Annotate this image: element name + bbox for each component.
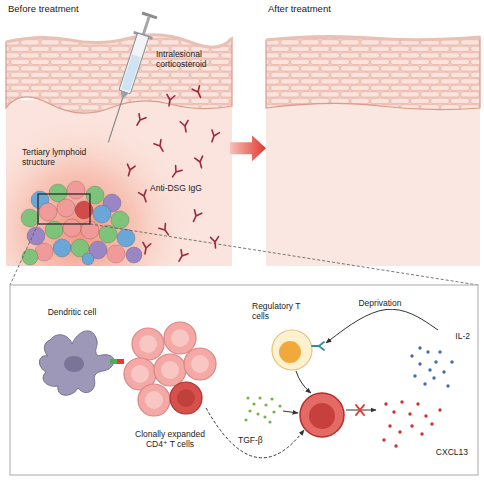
annotation-holder: Intralesional corticosteroid xyxy=(156,50,230,70)
skin-before xyxy=(6,35,232,266)
antibodies xyxy=(125,86,220,263)
dendritic-cell-shape xyxy=(39,331,114,395)
signal-arrow xyxy=(326,309,438,343)
cytokine-label: IL-2 xyxy=(455,332,470,342)
cxcl13-dots xyxy=(382,400,441,447)
cytokine-label: TGF-β xyxy=(238,436,263,446)
panel-heading: Before treatment xyxy=(8,4,79,15)
annotation-holder: Anti-DSG IgG xyxy=(150,184,226,194)
zoom-guide xyxy=(10,224,38,285)
before-panel: Before treatment xyxy=(6,2,230,268)
dermis xyxy=(266,100,480,266)
annotation: Intralesional corticosteroid xyxy=(156,50,230,70)
immune-synapse xyxy=(110,359,124,364)
antibody xyxy=(208,130,219,143)
annotation: Anti-DSG IgG xyxy=(150,184,226,194)
il-2-cloud: IL-2 xyxy=(404,330,472,394)
differentiation-arrow xyxy=(206,408,304,458)
suppression-arrow xyxy=(296,371,311,393)
stratum-corneum xyxy=(6,35,232,47)
cytokine-label: CXCL13 xyxy=(436,448,468,458)
epidermis xyxy=(6,35,232,113)
antibody xyxy=(211,237,220,249)
syringe xyxy=(99,11,160,146)
cell-label: Regulatory T cells xyxy=(252,302,308,322)
antibody xyxy=(190,210,202,223)
inflammation xyxy=(6,100,232,266)
cd4-t-cells: Clonally expanded CD4⁺ T cells xyxy=(118,320,222,452)
tgf-beta-arrow xyxy=(283,411,298,413)
inset-frame xyxy=(10,285,478,475)
annotation-holder: Tertiary lymphoid structure xyxy=(22,148,108,168)
tgf-beta-dots xyxy=(244,396,281,423)
edge-label: Deprivation xyxy=(357,299,402,309)
il-2-dots xyxy=(410,346,453,387)
stratum-corneum xyxy=(266,36,480,40)
cell-label: Clonally expanded CD4⁺ T cells xyxy=(128,430,212,450)
antibody xyxy=(165,94,175,106)
antibody xyxy=(125,164,136,177)
annotation: Tertiary lymphoid structure xyxy=(22,148,108,168)
epidermis xyxy=(266,36,480,109)
skin-after xyxy=(266,36,480,266)
edge-label-holder: Deprivation xyxy=(357,299,402,309)
zoom-guide xyxy=(90,224,478,285)
antibody xyxy=(195,156,206,169)
after-panel: After treatment xyxy=(266,2,480,268)
target-t-cell xyxy=(300,393,344,437)
antibody xyxy=(176,250,188,264)
antibody xyxy=(154,140,166,154)
antibody xyxy=(134,114,146,128)
panel-heading: After treatment xyxy=(268,4,331,15)
zoom-box xyxy=(38,194,90,224)
antibody xyxy=(141,242,151,254)
tertiary-lymphoid-structure xyxy=(21,181,142,265)
tgf-beta-cloud: TGF-β xyxy=(236,392,290,448)
dermis xyxy=(6,100,232,266)
treatment-arrow xyxy=(230,135,266,161)
regulatory-t-cell-shape xyxy=(272,330,324,370)
dendritic-cell: Dendritic cell xyxy=(28,306,116,404)
block-cross xyxy=(356,405,364,415)
cxcl13-cloud: CXCL13 xyxy=(378,394,470,460)
antibody xyxy=(169,166,182,180)
cell-label: Dendritic cell xyxy=(48,308,97,318)
antibody xyxy=(180,120,190,132)
cd4-t-cell-cluster xyxy=(124,322,216,416)
regulatory-t-cell: Regulatory T cells xyxy=(250,300,326,386)
antibody xyxy=(139,190,150,203)
antibody xyxy=(192,86,204,99)
